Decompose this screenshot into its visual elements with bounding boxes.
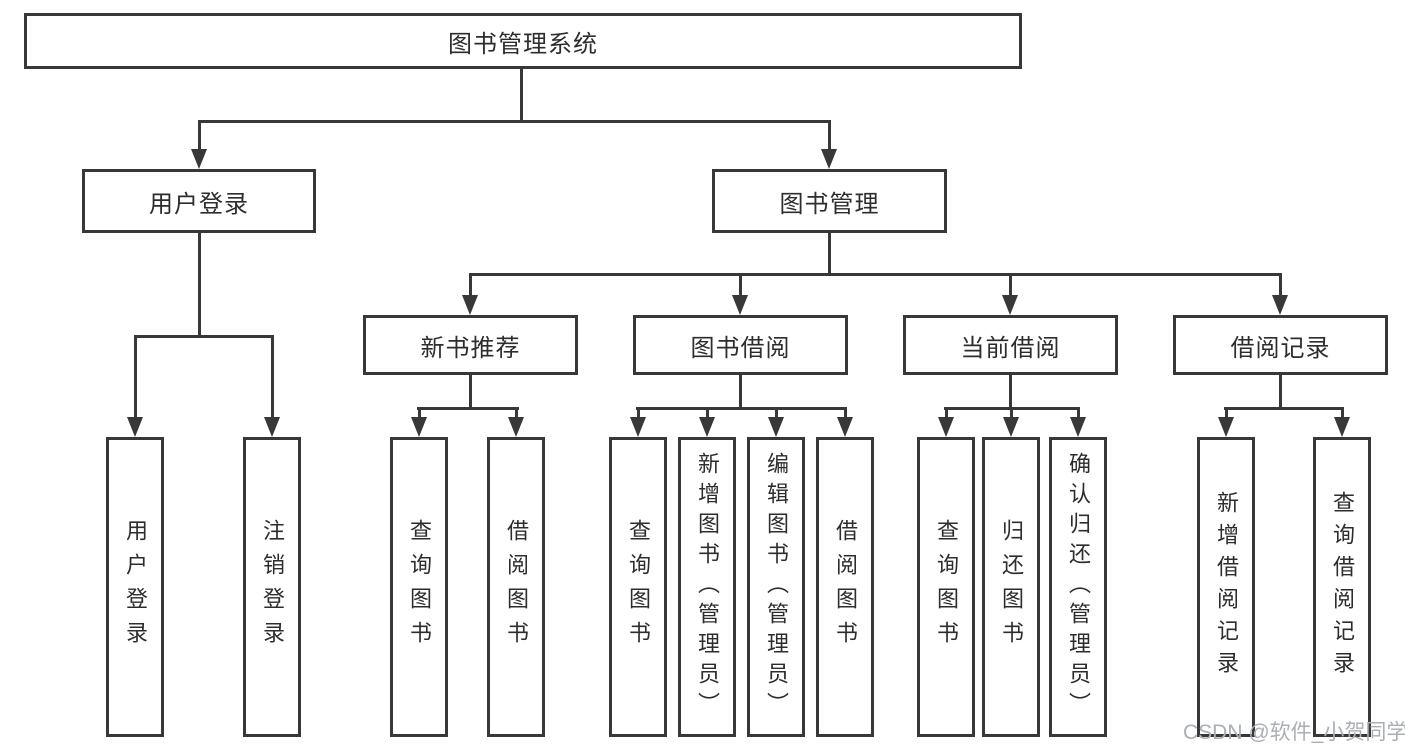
connector-line: [271, 335, 274, 419]
node-user-login: 用户登录: [82, 169, 316, 233]
leaf-borrow-books: 借阅图书: [816, 437, 874, 737]
leaf-query-borrow-record: 查询借阅记录: [1313, 437, 1371, 737]
connector-line: [469, 273, 472, 297]
arrow-down-icon: [1272, 295, 1288, 315]
node-label: 新书推荐: [420, 334, 521, 362]
leaf-label: 新增图书（管理员）: [695, 452, 720, 722]
arrow-down-icon: [699, 417, 715, 437]
connector-line: [520, 69, 523, 122]
arrow-down-icon: [191, 149, 207, 169]
connector-line: [739, 273, 742, 297]
connector-line: [1279, 273, 1282, 297]
connector-line: [706, 407, 709, 419]
leaf-query-books-borrow: 查询图书: [609, 437, 667, 737]
connector-line: [515, 407, 518, 419]
node-label: 图书管理系统: [448, 30, 598, 58]
node-new-book-recommendation: 新书推荐: [363, 315, 578, 375]
arrow-down-icon: [630, 417, 646, 437]
connector-line: [637, 407, 640, 419]
connector-line: [469, 375, 472, 409]
connector-line: [775, 407, 778, 419]
leaf-confirm-return-admin: 确认归还（管理员）: [1049, 437, 1107, 737]
connector-line: [1009, 375, 1012, 409]
arrow-down-icon: [1070, 417, 1086, 437]
connector-line: [1010, 407, 1013, 419]
arrow-down-icon: [938, 417, 954, 437]
arrow-down-icon: [1334, 417, 1350, 437]
leaf-add-book-admin: 新增图书（管理员）: [678, 437, 736, 737]
leaf-borrow-books-recommend: 借阅图书: [487, 437, 545, 737]
leaf-add-borrow-record: 新增借阅记录: [1197, 437, 1255, 737]
node-book-management: 图书管理: [712, 169, 947, 233]
leaf-label: 查询图书: [626, 519, 651, 655]
leaf-label: 编辑图书（管理员）: [764, 452, 789, 722]
connector-line: [1341, 407, 1344, 419]
leaf-query-books-recommend: 查询图书: [390, 437, 448, 737]
node-borrowing-records: 借阅记录: [1173, 315, 1388, 375]
leaf-label: 查询图书: [934, 519, 959, 655]
connector-line: [418, 407, 421, 419]
arrow-down-icon: [462, 295, 478, 315]
connector-line: [1009, 273, 1012, 297]
leaf-query-books-current: 查询图书: [917, 437, 975, 737]
node-label: 图书管理: [779, 190, 880, 218]
connector-line: [1279, 375, 1282, 409]
arrow-down-icon: [508, 417, 524, 437]
connector-line: [844, 407, 847, 419]
leaf-label: 借阅图书: [504, 519, 529, 655]
leaf-label: 确认归还（管理员）: [1066, 452, 1091, 722]
node-library-management-system: 图书管理系统: [24, 13, 1022, 69]
leaf-label: 借阅图书: [833, 519, 858, 655]
connector-line: [198, 120, 201, 150]
arrow-down-icon: [837, 417, 853, 437]
connector-line: [945, 407, 948, 419]
connector-line: [1077, 407, 1080, 419]
connector-line: [828, 120, 831, 150]
leaf-label: 注销登录: [260, 519, 285, 655]
connector-line: [1225, 407, 1228, 419]
leaf-label: 查询图书: [407, 519, 432, 655]
arrow-down-icon: [768, 417, 784, 437]
node-current-borrowing: 当前借阅: [903, 315, 1118, 375]
arrow-down-icon: [821, 149, 837, 169]
arrow-down-icon: [411, 417, 427, 437]
leaf-user-login: 用户登录: [106, 437, 164, 737]
connector-line: [134, 335, 137, 419]
connector-line: [469, 273, 1282, 276]
connector-line: [417, 407, 519, 410]
connector-line: [1224, 407, 1344, 410]
node-label: 图书借阅: [690, 334, 791, 362]
node-label: 借阅记录: [1230, 334, 1331, 362]
connector-line: [636, 407, 847, 410]
leaf-return-book: 归还图书: [982, 437, 1040, 737]
leaf-edit-book-admin: 编辑图书（管理员）: [747, 437, 805, 737]
arrow-down-icon: [1003, 417, 1019, 437]
node-label: 用户登录: [149, 190, 249, 218]
leaf-label: 新增借阅记录: [1214, 491, 1239, 683]
connector-line: [198, 120, 831, 123]
node-label: 当前借阅: [960, 334, 1061, 362]
arrow-down-icon: [127, 417, 143, 437]
leaf-logout: 注销登录: [243, 437, 301, 737]
arrow-down-icon: [264, 417, 280, 437]
arrow-down-icon: [732, 295, 748, 315]
leaf-label: 归还图书: [999, 519, 1024, 655]
connector-line: [134, 335, 274, 338]
leaf-label: 查询借阅记录: [1330, 491, 1355, 683]
node-book-borrowing: 图书借阅: [633, 315, 848, 375]
watermark: CSDN @软件_小贺同学: [1183, 721, 1405, 744]
connector-line: [828, 233, 831, 275]
arrow-down-icon: [1002, 295, 1018, 315]
connector-line: [739, 375, 742, 409]
leaf-label: 用户登录: [123, 519, 148, 655]
arrow-down-icon: [1218, 417, 1234, 437]
connector-line: [198, 233, 201, 337]
